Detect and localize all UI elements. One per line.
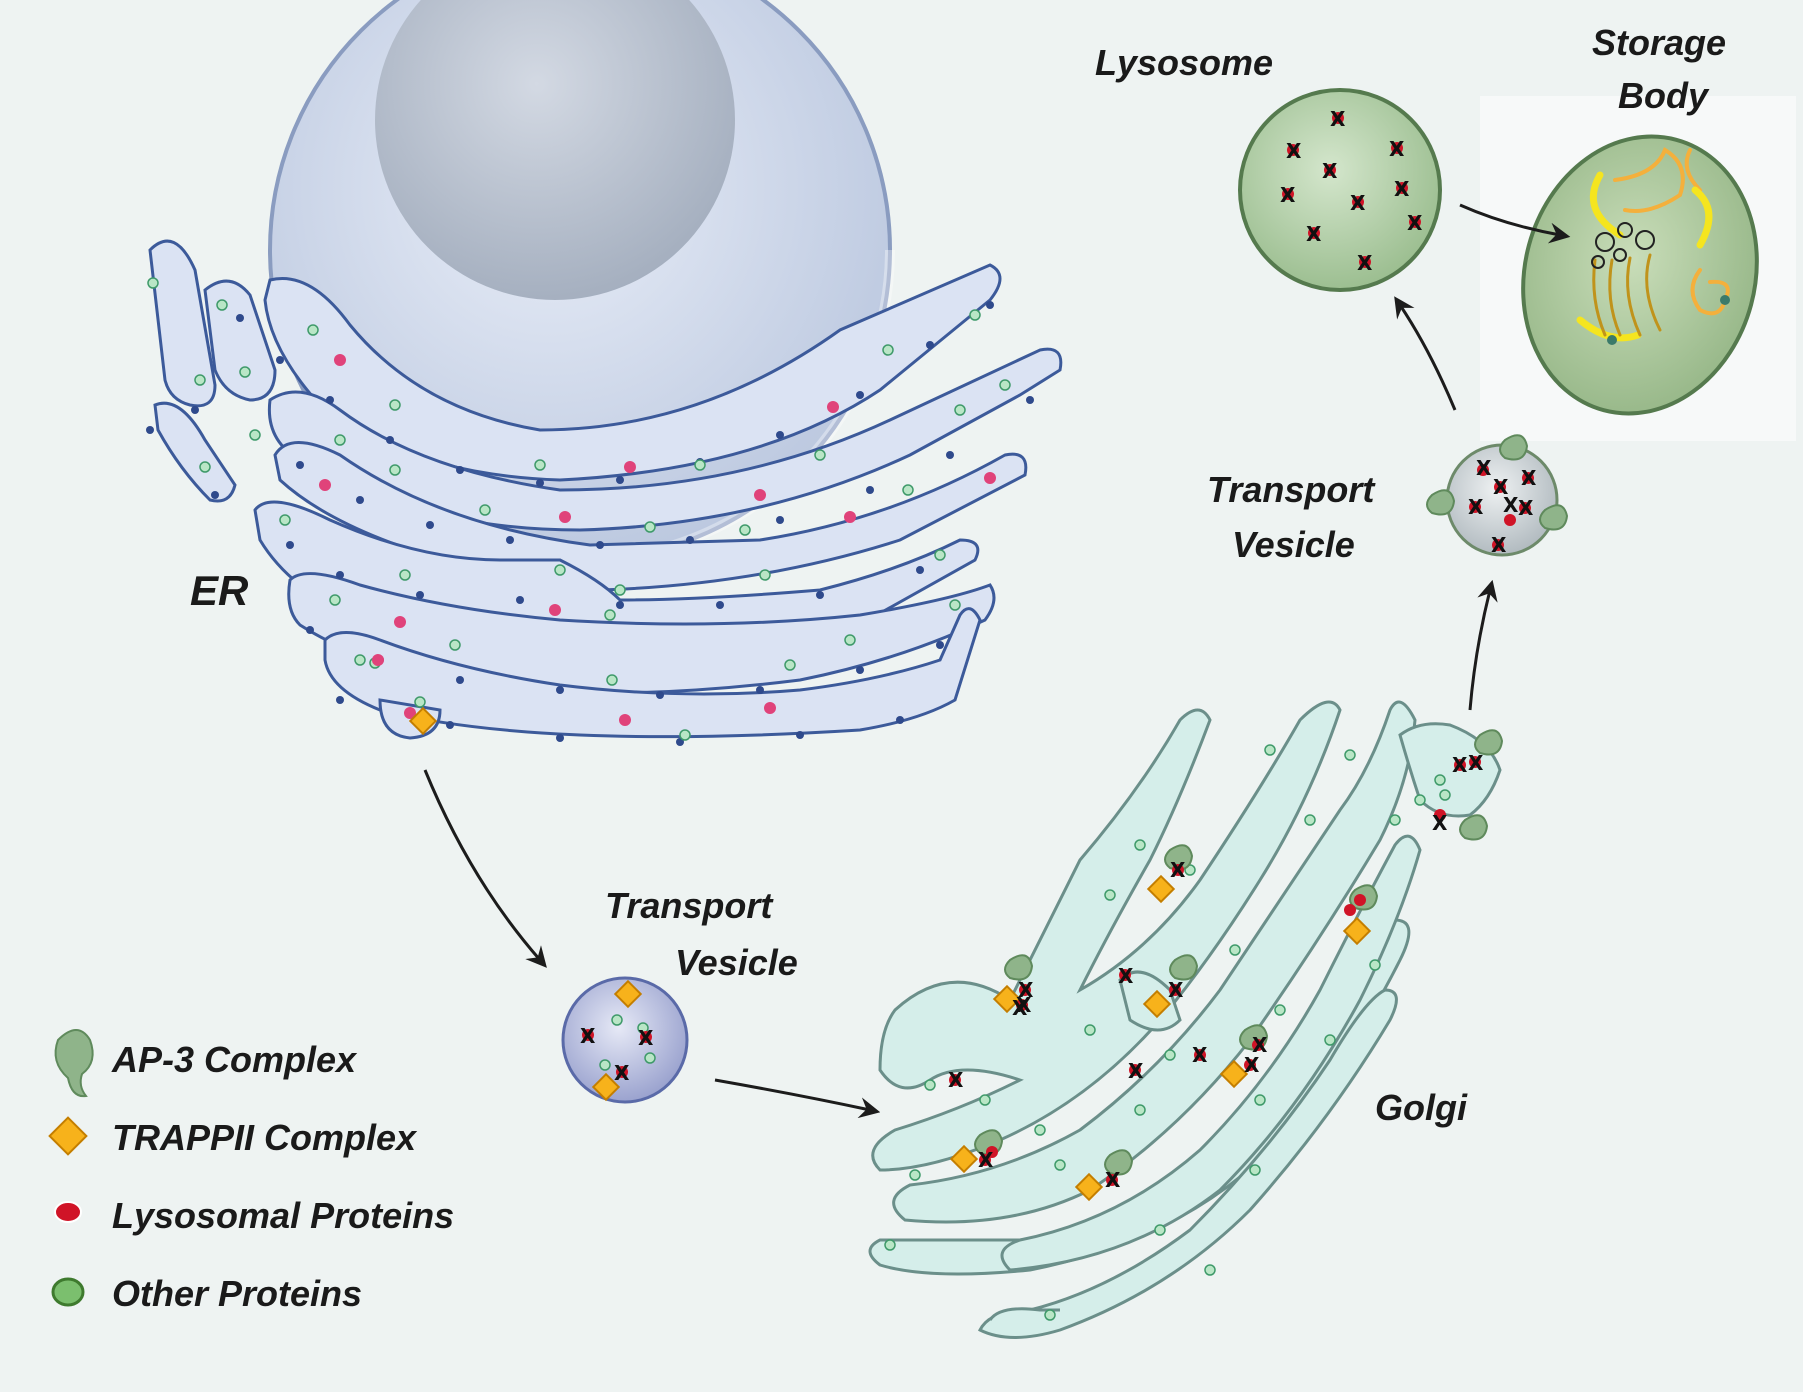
er-cisterna bbox=[323, 607, 982, 739]
golgi-cisterna bbox=[1000, 834, 1422, 1272]
svg-text:X: X bbox=[1518, 496, 1534, 520]
er-cisterna bbox=[203, 279, 277, 402]
endoplasmic-reticulum bbox=[146, 239, 1063, 746]
trappii-complex-icon bbox=[408, 706, 438, 736]
svg-text:X: X bbox=[1503, 493, 1519, 517]
svg-text:X: X bbox=[1280, 183, 1296, 207]
svg-text:X: X bbox=[614, 1061, 630, 1085]
svg-text:X: X bbox=[1357, 251, 1373, 275]
trafficking-arrows bbox=[423, 203, 1571, 1119]
legend-label-other-proteins: Other Proteins bbox=[112, 1273, 362, 1314]
trappii-complex-icon bbox=[613, 979, 643, 1009]
er-lysosomal-proteins bbox=[319, 354, 996, 726]
golgi-cisterna bbox=[871, 700, 1342, 1172]
svg-text:X: X bbox=[638, 1026, 654, 1050]
label-storage-body-line1: Storage bbox=[1592, 22, 1726, 63]
other-protein-icon bbox=[51, 1277, 85, 1307]
legend-item-trappii: TRAPPII Complex bbox=[48, 1116, 418, 1158]
legend: AP-3 Complex TRAPPII Complex Lysosomal P… bbox=[48, 1029, 454, 1314]
svg-text:X: X bbox=[1244, 1053, 1260, 1077]
svg-text:X: X bbox=[1468, 495, 1484, 519]
legend-item-lysosomal-proteins: Lysosomal Proteins bbox=[54, 1195, 454, 1236]
svg-text:X: X bbox=[1491, 533, 1507, 557]
er-cisterna bbox=[153, 401, 237, 503]
svg-text:X: X bbox=[1168, 978, 1184, 1002]
arrow-er-to-vesicle bbox=[423, 769, 547, 968]
svg-text:X: X bbox=[1128, 1059, 1144, 1083]
lysosomal-protein-icon bbox=[54, 1201, 82, 1223]
storage-body bbox=[1521, 134, 1759, 416]
label-storage-body-line2: Body bbox=[1618, 75, 1710, 116]
legend-item-other-proteins: Other Proteins bbox=[51, 1273, 362, 1314]
arrow-golgi-to-vesicle bbox=[1468, 579, 1498, 711]
svg-text:X: X bbox=[1018, 978, 1034, 1002]
svg-text:X: X bbox=[1452, 753, 1468, 777]
golgi-trappii-complexes bbox=[949, 874, 1372, 1202]
label-transport-vesicle-1-line2: Vesicle bbox=[675, 942, 798, 983]
svg-text:X: X bbox=[1476, 456, 1492, 480]
arrow-vesicle-to-golgi bbox=[714, 1078, 881, 1119]
label-lysosome: Lysosome bbox=[1095, 42, 1273, 83]
legend-item-ap3: AP-3 Complex bbox=[54, 1029, 358, 1098]
arrow-vesicle-to-lysosome bbox=[1394, 296, 1457, 411]
legend-label-lysosomal-proteins: Lysosomal Proteins bbox=[112, 1195, 454, 1236]
arrow-lysosome-to-storage bbox=[1459, 203, 1571, 244]
legend-label-ap3: AP-3 Complex bbox=[111, 1039, 358, 1080]
nucleolus bbox=[375, 0, 735, 300]
svg-text:X: X bbox=[1330, 107, 1346, 131]
er-cisterna bbox=[148, 239, 217, 408]
svg-text:X: X bbox=[1389, 137, 1405, 161]
label-er: ER bbox=[190, 567, 249, 614]
svg-text:X: X bbox=[1170, 858, 1186, 882]
golgi-other-proteins bbox=[884, 744, 1451, 1321]
svg-text:X: X bbox=[1394, 177, 1410, 201]
legend-label-trappii: TRAPPII Complex bbox=[112, 1117, 418, 1158]
svg-text:X: X bbox=[1407, 211, 1423, 235]
svg-text:X: X bbox=[1468, 751, 1484, 775]
golgi-cisterna bbox=[892, 700, 1417, 1224]
svg-text:X: X bbox=[1322, 159, 1338, 183]
label-transport-vesicle-1-line1: Transport bbox=[605, 885, 774, 926]
er-other-proteins bbox=[147, 277, 1011, 741]
label-golgi: Golgi bbox=[1375, 1087, 1468, 1128]
svg-text:X: X bbox=[1012, 996, 1028, 1020]
svg-text:X: X bbox=[1286, 139, 1302, 163]
svg-text:X: X bbox=[1432, 811, 1448, 835]
svg-text:X: X bbox=[978, 1148, 994, 1172]
golgi-cisterna bbox=[988, 1307, 1060, 1321]
svg-text:X: X bbox=[1192, 1043, 1208, 1067]
svg-text:X: X bbox=[1521, 466, 1537, 490]
svg-text:X: X bbox=[1306, 222, 1322, 246]
svg-text:X: X bbox=[1105, 1168, 1121, 1192]
trappii-complex-icon bbox=[591, 1072, 621, 1102]
svg-text:X: X bbox=[1016, 993, 1032, 1017]
label-transport-vesicle-2-line2: Vesicle bbox=[1232, 524, 1355, 565]
svg-text:X: X bbox=[580, 1024, 596, 1048]
svg-text:X: X bbox=[1350, 191, 1366, 215]
golgi-cisterna bbox=[977, 988, 1398, 1339]
svg-text:X: X bbox=[1252, 1033, 1268, 1057]
svg-text:X: X bbox=[948, 1068, 964, 1092]
ap3-complex-icon bbox=[54, 1029, 94, 1098]
svg-text:X: X bbox=[1493, 475, 1509, 499]
trappii-complex-icon bbox=[48, 1116, 88, 1156]
label-transport-vesicle-2-line1: Transport bbox=[1207, 469, 1376, 510]
svg-text:X: X bbox=[1118, 964, 1134, 988]
